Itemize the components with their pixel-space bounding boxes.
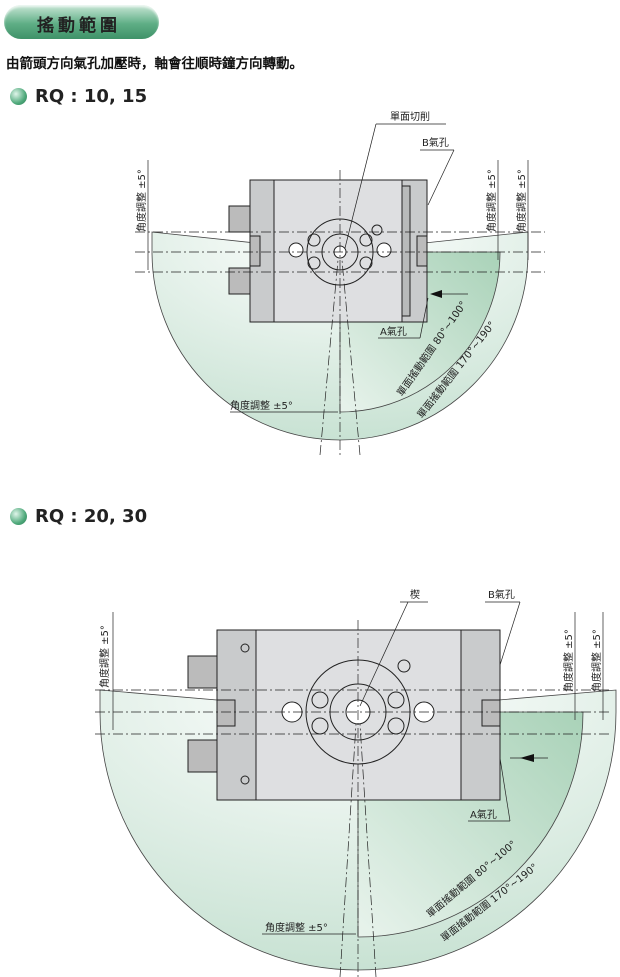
label-port-a: A氣孔 [470, 808, 497, 821]
label-adjust-right-1: 角度調整 ±5° [562, 629, 575, 692]
diagram-2-heading: RQ : 20, 30 [10, 506, 147, 527]
bullet-icon [10, 508, 27, 525]
section-title: 搖動範圍 [37, 16, 121, 36]
section-header-pill: 搖動範圍 [4, 5, 159, 39]
label-port-b: B氣孔 [422, 136, 449, 149]
label-adjust-right-2: 角度調整 ±5° [515, 169, 528, 232]
bullet-icon [10, 88, 27, 105]
label-port-b: B氣孔 [488, 588, 515, 601]
diagram-rq-10-15: 單面切削 B氣孔 A氣孔 角度調整 ±5° 角度調整 ±5° 角度調整 ±5° … [135, 110, 545, 456]
description-text: 由箭頭方向氣孔加壓時，軸會往順時鐘方向轉動。 [6, 56, 303, 72]
diagram-1-heading: RQ : 10, 15 [10, 86, 147, 107]
label-single-cut: 單面切削 [390, 110, 430, 123]
label-adjust-left: 角度調整 ±5° [135, 169, 148, 232]
label-adjust-right-2: 角度調整 ±5° [590, 629, 603, 692]
label-adjust-bottom: 角度調整 ±5° [265, 921, 328, 934]
label-key: 楔 [410, 589, 420, 601]
label-adjust-left: 角度調整 ±5° [98, 625, 111, 688]
label-port-a: A氣孔 [380, 325, 407, 338]
label-adjust-right-1: 角度調整 ±5° [485, 169, 498, 232]
diagram-rq-20-30: 楔 B氣孔 A氣孔 角度調整 ±5° 角度調整 ±5° 角度調整 ±5° 角度調… [95, 588, 617, 977]
label-adjust-bottom: 角度調整 ±5° [230, 399, 293, 412]
